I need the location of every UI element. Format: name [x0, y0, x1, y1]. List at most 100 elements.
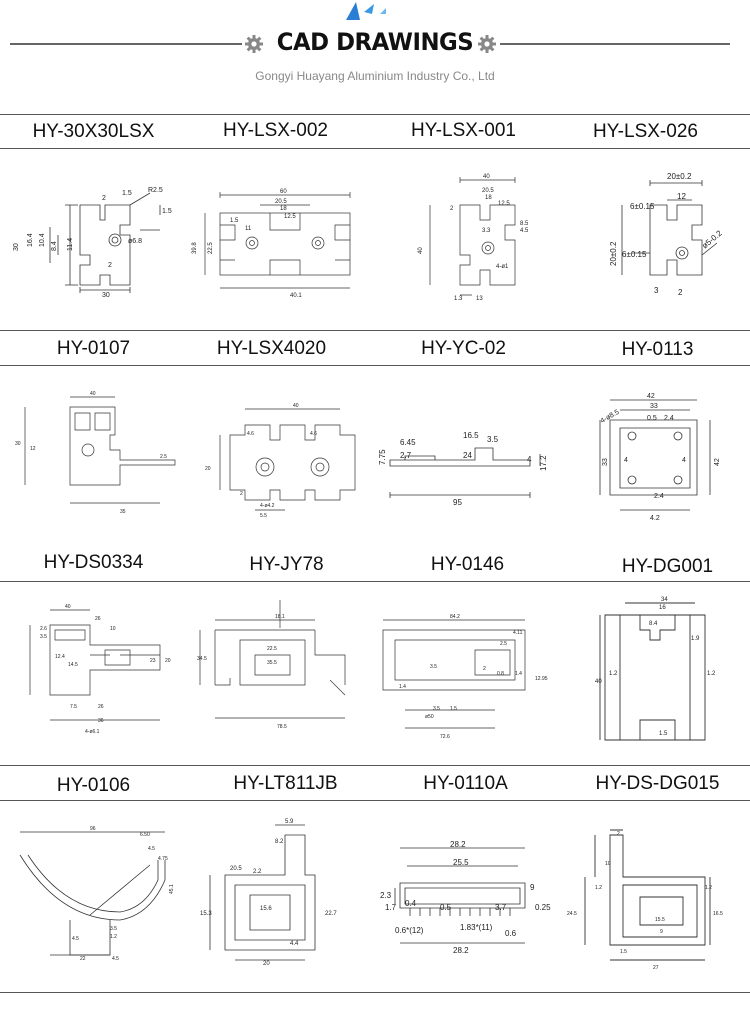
dim-text: 4.11	[513, 630, 523, 636]
cad-drawing-hy-lsx-002: 60 20.5 18 12.5 11 1.5 39.8 22.5 40.1	[190, 185, 370, 303]
dim-text: 1.2	[595, 885, 602, 891]
dim-text: 35	[120, 509, 126, 515]
dim-text: 10	[110, 626, 116, 632]
dim-text: 22.7	[325, 911, 337, 917]
dim-text: 78.5	[277, 724, 287, 730]
divider	[0, 800, 750, 801]
dim-text: 4	[527, 455, 532, 464]
profile-label: HY-0106	[56, 775, 131, 796]
dim-text: 20	[263, 961, 270, 967]
page-title: CAD DRAWINGS	[276, 28, 474, 56]
dim-text: 8.5	[520, 221, 529, 227]
dim-text: 5.9	[285, 819, 294, 825]
dim-text: 96	[90, 826, 96, 832]
dim-text: 9	[660, 929, 663, 935]
dim-text: 4-ø6.1	[85, 729, 100, 735]
cad-drawing-hy-ds-dg015: 2 10 1.2 24.5 1.2 16.5 15.5 9 1.5 27	[565, 825, 725, 975]
divider	[0, 114, 750, 115]
dim-text: 42	[647, 393, 655, 400]
dim-text: 30	[15, 441, 21, 447]
page-header: CAD DRAWINGS Gongyi Huayang Aluminium In…	[0, 0, 750, 112]
company-name: Gongyi Huayang Aluminium Industry Co., L…	[255, 69, 495, 83]
dim-text: 40	[293, 403, 299, 409]
profile-label: HY-DS0334	[43, 552, 144, 573]
dim-text: 1.5	[122, 190, 132, 197]
dim-text: 5.5	[260, 513, 267, 519]
dim-text: 9	[530, 883, 535, 892]
dim-text: 4.6	[247, 431, 254, 437]
dim-text: 27	[653, 965, 659, 971]
dim-text: 40	[595, 679, 602, 685]
dim-text: 1.5	[230, 218, 239, 224]
dim-text: 40	[90, 391, 96, 397]
cad-drawing-hy-0107: 40 30 12 2.5 35	[10, 385, 180, 520]
dim-text: 2.5	[160, 454, 167, 460]
dim-text: 20	[165, 658, 171, 664]
dim-text: 8.4	[649, 621, 658, 627]
dim-text: 12.5	[284, 214, 296, 220]
dim-text: 1.5	[162, 208, 172, 215]
dim-text: 3	[654, 286, 659, 295]
cad-drawing-hy-dg001: 34 16 8.4 1.9 1.2 1.2 1.5 40	[595, 595, 725, 745]
dim-text: 15.5	[655, 917, 665, 923]
divider	[0, 581, 750, 582]
dim-text: 2	[678, 288, 683, 297]
dim-text: 2	[617, 831, 620, 837]
dim-text: 24.5	[567, 911, 577, 917]
dim-text: 6.50	[140, 832, 150, 838]
cad-drawing-hy-yc-02: 16.5 3.5 6.45 2.7 24 7.75 4 17.2 95	[375, 420, 550, 515]
dim-text: 20±0.2	[667, 172, 692, 181]
dim-text: 84.2	[450, 614, 460, 620]
dim-text: 3.5	[487, 435, 499, 444]
dim-text: 1.2	[110, 934, 117, 940]
dim-text: 2.7	[400, 451, 412, 460]
dim-text: 4.75	[158, 856, 168, 862]
gear-icon	[478, 35, 496, 53]
dim-text: 26	[98, 704, 104, 710]
dim-text: 4.2	[650, 515, 660, 522]
dim-text: 10.4	[39, 233, 46, 247]
profile-label: HY-LSX-026	[593, 121, 698, 142]
dim-text: 2	[450, 206, 454, 212]
dim-text: 6±0.15	[630, 202, 655, 211]
cad-drawing-hy-ds0334: 40 26 10 2.6 3.5 12.4 14.5 23 20 7.5 26 …	[10, 600, 180, 740]
dim-text: 4.5	[112, 956, 119, 962]
dim-text: 4.4	[290, 941, 299, 947]
cad-drawing-hy-0106: 96 6.50 4.5 4.75 45.1 3.5 4.5 1.2 22 4.5	[10, 820, 180, 970]
dim-text: 16	[659, 605, 666, 611]
dim-text: 0.6*(12)	[395, 926, 424, 935]
dim-text: 33	[650, 403, 658, 410]
dim-text: 2.6	[40, 626, 47, 632]
dim-text: 22	[80, 956, 86, 962]
dim-text: 1.7	[385, 903, 397, 912]
dim-text: 16.5	[463, 431, 479, 440]
dim-text: 3.5	[110, 926, 117, 932]
cad-drawing-hy-0146: 84.2 4.11 2.5 3.5 1.4 2 0.8 1.4 12.95 3.…	[375, 610, 555, 740]
cad-drawing-hy-30x30lsx: 30 16.4 10.4 8.4 11.4 2 1.5 R2.5 1.5 ø6.…	[10, 175, 180, 300]
dim-text: 11	[245, 226, 252, 232]
dim-text: 15.3	[200, 911, 212, 917]
dim-text: 1.5	[659, 731, 668, 737]
dim-text: 7.75	[378, 449, 387, 465]
dim-text: 34	[661, 597, 668, 603]
cad-drawing-hy-0113: 42 33 4-ø8.5 0.5 2.4 33 42 4 4 2.4 4.2	[592, 390, 727, 530]
profile-label: HY-YC-02	[421, 338, 506, 359]
dim-text: 3.5	[430, 664, 437, 670]
dim-text: 1.9	[691, 636, 700, 642]
dim-text: 23	[150, 658, 156, 664]
dim-text: 18	[485, 195, 492, 201]
divider	[0, 992, 750, 993]
dim-text: 1.4	[515, 671, 522, 677]
dim-text: 8.2	[275, 839, 284, 845]
dim-text: 2.4	[664, 415, 674, 422]
dim-text: 12.4	[55, 654, 65, 660]
dim-text: 2.4	[654, 493, 664, 500]
dim-text: 36	[98, 718, 104, 724]
dim-text: 0.5	[647, 415, 657, 422]
divider	[0, 365, 750, 366]
dim-text: 20	[205, 466, 211, 472]
dim-text: 8.4	[51, 241, 58, 251]
profile-label: HY-LSX-001	[411, 120, 516, 141]
profile-label: HY-30X30LSX	[32, 121, 155, 142]
dim-text: 3.3	[482, 228, 491, 234]
